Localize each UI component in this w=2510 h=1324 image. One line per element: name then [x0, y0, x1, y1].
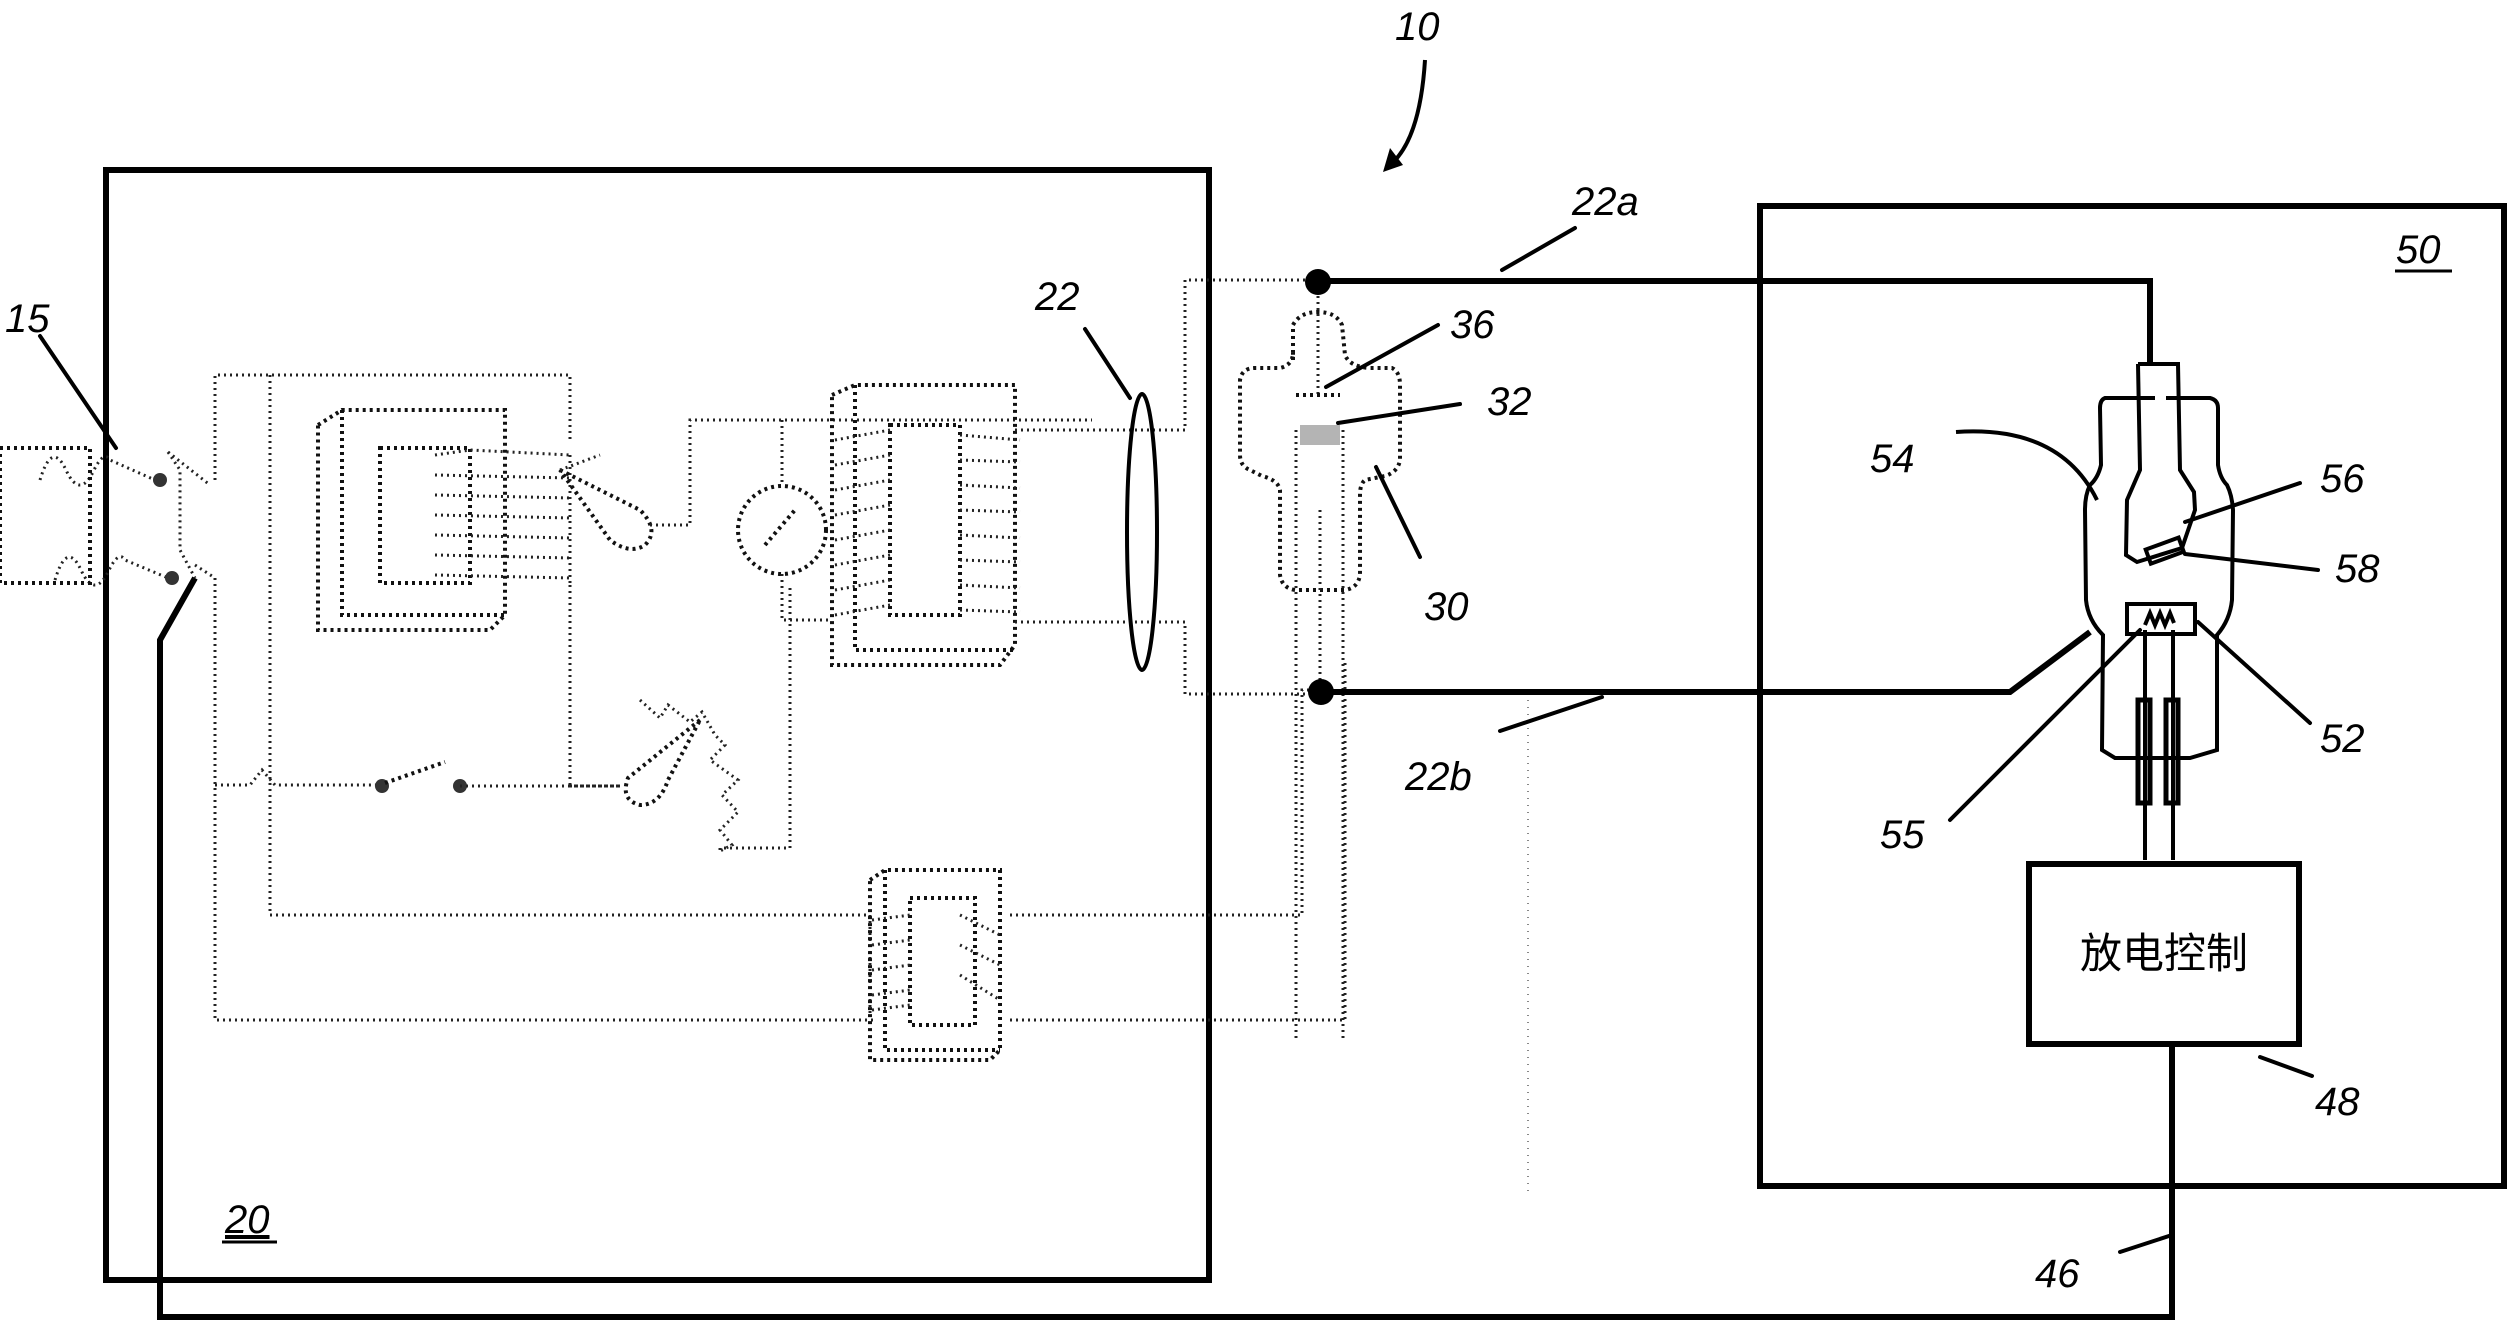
transformer-2-icon: [830, 278, 1322, 696]
meter-icon: [736, 420, 830, 622]
terminal-icon: [165, 571, 179, 585]
ac-source-icon: [38, 450, 216, 587]
leader-56: [2183, 481, 2302, 524]
transformer-1-icon: [0, 408, 572, 632]
discharge-unit-box: [1757, 203, 2507, 1189]
discharge-controller-box: 放电控制: [2026, 861, 2302, 1047]
controller-text: 放电控制: [2080, 929, 2248, 978]
leader-54: [1955, 429, 2099, 501]
arrow-10-icon: [1383, 59, 1427, 172]
lamp-resistor-icon: [570, 585, 792, 854]
conductor-22b: [1321, 629, 2092, 695]
leader-55: [1948, 628, 2142, 822]
control-line-46: [157, 576, 2175, 1320]
leader-32: [1336, 402, 1462, 425]
label-20: 20: [224, 1198, 270, 1242]
label-52: 52: [2320, 717, 2365, 761]
label-10: 10: [1395, 5, 1440, 49]
leader-22: [1083, 327, 1132, 400]
label-22b: 22b: [1404, 755, 1472, 799]
label-48: 48: [2315, 1080, 2360, 1124]
leader-22a: [1500, 226, 1577, 272]
label-32: 32: [1487, 380, 1532, 424]
lamp-icon: [558, 418, 1092, 551]
terminal-icon: [153, 473, 167, 487]
label-46: 46: [2035, 1252, 2080, 1296]
label-50: 50: [2396, 228, 2441, 272]
high-voltage-unit-box: [103, 167, 1212, 1283]
label-58: 58: [2335, 547, 2380, 591]
leader-36: [1324, 323, 1440, 389]
label-22a: 22a: [1571, 180, 1639, 224]
leader-30: [1374, 465, 1422, 559]
label-54: 54: [1870, 437, 1915, 481]
leader-15: [38, 334, 118, 450]
transformer-3-icon: [868, 868, 1002, 1062]
leader-22b: [1498, 695, 1604, 733]
label-22: 22: [1034, 275, 1080, 319]
switch-icon: [375, 760, 620, 793]
conductor-22a: [1318, 278, 2153, 364]
label-55: 55: [1880, 813, 1925, 857]
cable-bundle-22: [1125, 392, 1159, 672]
label-15: 15: [5, 297, 50, 341]
discharge-tube-icon: [2082, 362, 2236, 860]
xray-tube-30: [1238, 290, 1402, 1040]
leader-46: [2118, 1233, 2174, 1254]
leader-48: [2258, 1055, 2314, 1078]
leader-52: [2196, 620, 2312, 725]
internal-circuit: [0, 278, 1347, 1062]
label-56: 56: [2320, 457, 2365, 501]
label-36: 36: [1450, 303, 1495, 347]
label-30: 30: [1424, 585, 1469, 629]
leader-58: [2183, 552, 2320, 572]
